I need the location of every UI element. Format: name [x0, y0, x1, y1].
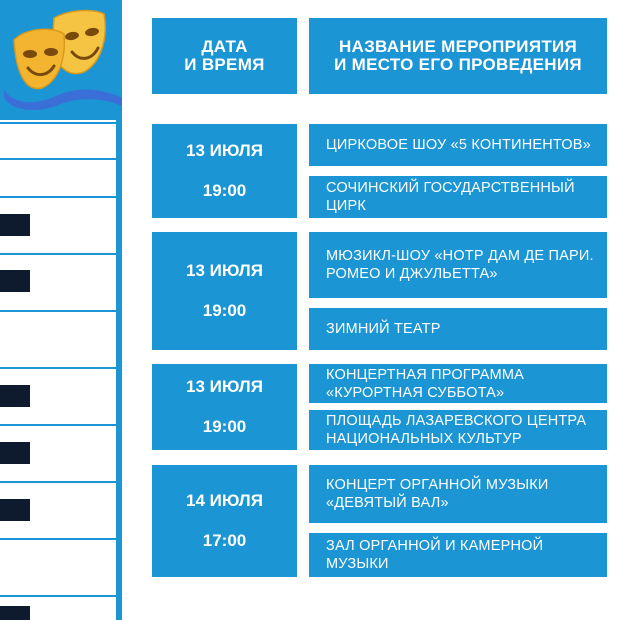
- date-time-header: ДАТА И ВРЕМЯ: [152, 18, 297, 94]
- date-cell: 14 ИЮЛЯ 17:00: [152, 465, 297, 577]
- event-venue-cell: ЗАЛ ОРГАННОЙ И КАМЕРНОЙ МУЗЫКИ: [309, 533, 607, 577]
- date-time-header-label: ДАТА И ВРЕМЯ: [184, 37, 265, 74]
- event-name: ЦИРКОВОЕ ШОУ «5 КОНТИНЕНТОВ»: [326, 137, 591, 153]
- black-piano-key: [0, 214, 30, 236]
- event-date: 13 ИЮЛЯ: [186, 141, 263, 160]
- black-piano-key: [0, 270, 30, 292]
- sidebar-divider: [116, 0, 122, 620]
- event-date: 13 ИЮЛЯ: [186, 377, 263, 396]
- event-venue: ЗАЛ ОРГАННОЙ И КАМЕРНОЙ МУЗЫКИ: [326, 538, 544, 572]
- piano-key-line: [0, 196, 118, 198]
- date-cell: 13 ИЮЛЯ 19:00: [152, 364, 297, 450]
- event-date: 13 ИЮЛЯ: [186, 261, 263, 280]
- event-name: МЮЗИКЛ-ШОУ «НОТР ДАМ ДЕ ПАРИ. РОМЕО И ДЖ…: [326, 248, 594, 282]
- event-venue-header: НАЗВАНИЕ МЕРОПРИЯТИЯ И МЕСТО ЕГО ПРОВЕДЕ…: [309, 18, 607, 94]
- piano-key-line: [0, 310, 118, 312]
- black-piano-key: [0, 385, 30, 407]
- event-venue: ПЛОЩАДЬ ЛАЗАРЕВСКОГО ЦЕНТРА НАЦИОНАЛЬНЫХ…: [326, 413, 587, 447]
- event-name-cell: МЮЗИКЛ-ШОУ «НОТР ДАМ ДЕ ПАРИ. РОМЕО И ДЖ…: [309, 232, 607, 298]
- event-name-cell: ЦИРКОВОЕ ШОУ «5 КОНТИНЕНТОВ»: [309, 124, 607, 166]
- event-venue-header-label: НАЗВАНИЕ МЕРОПРИЯТИЯ И МЕСТО ЕГО ПРОВЕДЕ…: [334, 37, 582, 74]
- theatre-masks-icon: [4, 9, 122, 110]
- event-venue: СОЧИНСКИЙ ГОСУДАРСТВЕННЫЙ ЦИРК: [326, 180, 575, 214]
- piano-sidebar: [0, 0, 122, 620]
- event-venue-cell: ПЛОЩАДЬ ЛАЗАРЕВСКОГО ЦЕНТРА НАЦИОНАЛЬНЫХ…: [309, 410, 607, 450]
- event-venue-cell: СОЧИНСКИЙ ГОСУДАРСТВЕННЫЙ ЦИРК: [309, 176, 607, 218]
- piano-key-line: [0, 481, 118, 483]
- piano-key-line: [0, 367, 118, 369]
- piano-key-line: [0, 538, 118, 540]
- date-cell: 13 ИЮЛЯ 19:00: [152, 232, 297, 350]
- piano-key-line: [0, 122, 118, 124]
- black-piano-key: [0, 606, 30, 620]
- event-venue: ЗИМНИЙ ТЕАТР: [326, 321, 441, 337]
- black-piano-key: [0, 442, 30, 464]
- event-time: 17:00: [202, 531, 247, 550]
- event-name-cell: КОНЦЕРТ ОРГАННОЙ МУЗЫКИ «ДЕВЯТЫЙ ВАЛ»: [309, 465, 607, 523]
- event-time: 19:00: [202, 301, 247, 320]
- event-time: 19:00: [202, 417, 247, 436]
- event-name-cell: КОНЦЕРТНАЯ ПРОГРАММА «КУРОРТНАЯ СУББОТА»: [309, 364, 607, 403]
- event-venue-cell: ЗИМНИЙ ТЕАТР: [309, 308, 607, 350]
- piano-key-line: [0, 595, 118, 597]
- event-time: 19:00: [202, 181, 247, 200]
- event-name: КОНЦЕРТ ОРГАННОЙ МУЗЫКИ «ДЕВЯТЫЙ ВАЛ»: [326, 477, 549, 511]
- piano-key-line: [0, 158, 118, 160]
- date-cell: 13 ИЮЛЯ 19:00: [152, 124, 297, 218]
- piano-key-line: [0, 253, 118, 255]
- black-piano-key: [0, 499, 30, 521]
- piano-key-line: [0, 424, 118, 426]
- event-date: 14 ИЮЛЯ: [186, 491, 263, 510]
- event-name: КОНЦЕРТНАЯ ПРОГРАММА «КУРОРТНАЯ СУББОТА»: [326, 366, 525, 401]
